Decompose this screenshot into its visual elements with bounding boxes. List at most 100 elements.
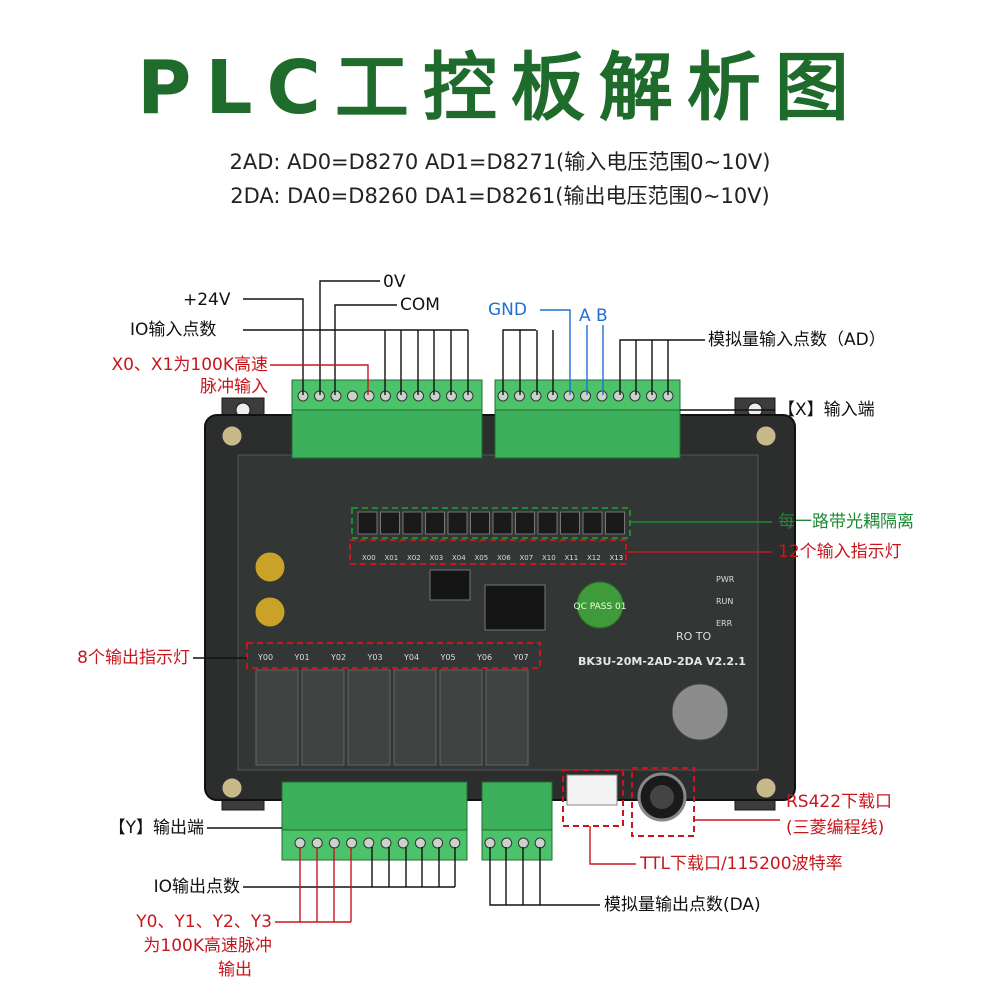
- ad-spec: 2AD: AD0=D8270 AD1=D8271(输入电压范围0~10V): [229, 150, 771, 174]
- label-x-port: 【X】输入端: [778, 400, 875, 420]
- blue-leader-lines: [540, 309, 604, 395]
- terminal-screw: [613, 390, 624, 402]
- terminal-screw: [596, 390, 608, 402]
- optocoupler-highlight: [351, 507, 631, 539]
- rs422-port-pins: [650, 785, 674, 809]
- input-terminal-label: X05: [475, 554, 489, 562]
- label-com: COM: [400, 295, 440, 315]
- main-chip: [484, 584, 546, 631]
- memory-chip: [429, 569, 471, 601]
- terminal-screw: [414, 837, 426, 849]
- terminal-screw: [396, 390, 408, 402]
- output-terminal-label: Y04: [403, 653, 419, 662]
- terminal-screw: [311, 837, 323, 849]
- label-b: B: [596, 306, 608, 326]
- coin-battery: [671, 683, 729, 741]
- label-ttl: TTL下载口/115200波特率: [640, 854, 843, 874]
- terminal-screw: [429, 390, 441, 402]
- page-title: PLC工控板解析图: [137, 45, 863, 131]
- terminal-screw: [432, 837, 444, 849]
- pwr-led-label: PWR: [716, 575, 735, 584]
- input-terminal-label: X11: [565, 554, 579, 562]
- label-analog-output: 模拟量输出点数(DA): [604, 895, 761, 915]
- rx-tx-label: RO TO: [676, 630, 712, 643]
- bottom-terminal-screws: [294, 837, 546, 849]
- label-rs422-1: RS422下载口: [786, 792, 893, 812]
- input-terminal-label: X12: [587, 554, 601, 562]
- terminal-screw: [501, 837, 513, 849]
- optocoupler: [380, 511, 400, 535]
- input-terminal-label: X02: [407, 554, 421, 562]
- terminal-screw: [580, 390, 591, 402]
- input-terminal-label: X10: [542, 554, 556, 562]
- input-terminal-label: X03: [430, 554, 444, 562]
- output-terminal-label: Y06: [476, 653, 492, 662]
- input-terminal-label: X06: [497, 554, 511, 562]
- optocoupler: [582, 511, 603, 535]
- optocoupler: [402, 511, 423, 535]
- terminal-screw: [484, 837, 496, 849]
- optocoupler: [560, 511, 580, 535]
- terminal-screw: [346, 837, 358, 849]
- label-io-input: IO输入点数: [130, 320, 217, 340]
- ttl-connector: [566, 774, 618, 806]
- leader-lines: [193, 280, 775, 906]
- optocoupler: [470, 511, 490, 535]
- terminal-screw: [449, 837, 461, 849]
- label-y-fast-2: 为100K高速脉冲: [143, 936, 272, 956]
- optocoupler: [492, 511, 513, 535]
- input-terminal-label: X07: [520, 554, 534, 562]
- terminal-screw: [563, 390, 575, 402]
- terminal-screw: [530, 390, 542, 402]
- label-analog-input: 模拟量输入点数（AD）: [708, 330, 886, 350]
- input-terminal-label: X04: [452, 554, 466, 562]
- input-terminal-label: X01: [385, 554, 399, 562]
- output-terminal-label: Y00: [257, 653, 273, 662]
- ttl-highlight: [562, 769, 624, 827]
- terminal-screw: [363, 837, 375, 849]
- output-terminal-label: Y05: [440, 653, 456, 662]
- capacitor: [254, 551, 286, 583]
- optocoupler: [537, 511, 558, 535]
- capacitor: [254, 596, 286, 628]
- terminal-screw: [363, 390, 375, 402]
- input-terminal-label: X00: [362, 554, 376, 562]
- label-y-fast-1: Y0、Y1、Y2、Y3: [136, 912, 272, 932]
- label-a: A: [579, 306, 591, 326]
- terminal-screw: [347, 390, 358, 402]
- label-optocoupler: 每一路带光耦隔离: [778, 512, 914, 532]
- red-leader-lines: [270, 364, 780, 923]
- da-spec: 2DA: DA0=D8260 DA1=D8261(输出电压范围0~10V): [230, 184, 770, 208]
- output-terminal-label: Y01: [294, 653, 310, 662]
- err-led-label: ERR: [716, 619, 733, 628]
- corner-screws: [221, 425, 777, 799]
- terminal-screw: [380, 837, 392, 849]
- terminal-screw: [534, 837, 546, 849]
- optocoupler: [357, 511, 378, 535]
- output-led-highlight: [246, 642, 541, 669]
- label-rs422-2: (三菱编程线): [786, 818, 885, 838]
- qc-pass-sticker: [576, 581, 624, 629]
- label-x0x1-fast-1: X0、X1为100K高速: [111, 355, 268, 375]
- output-terminal-label: Y03: [367, 653, 383, 662]
- top-terminal-screws: [297, 390, 674, 402]
- output-terminal-label: Y02: [330, 653, 346, 662]
- label-gnd: GND: [488, 300, 527, 320]
- label-io-output: IO输出点数: [153, 877, 240, 897]
- optocoupler: [447, 511, 468, 535]
- board-model: BK3U-20M-2AD-2DA V2.2.1: [578, 655, 746, 668]
- label-y-port: 【Y】输出端: [108, 818, 204, 838]
- optocoupler-row: [357, 511, 625, 535]
- optocoupler: [425, 511, 445, 535]
- qc-pass-text: QC PASS 01: [574, 602, 627, 612]
- label-24v: +24V: [183, 290, 231, 310]
- label-input-leds: 12个输入指示灯: [778, 542, 902, 562]
- label-output-leds: 8个输出指示灯: [77, 648, 190, 668]
- terminal-screw: [629, 390, 641, 402]
- relay-bank: [255, 669, 529, 766]
- rs422-highlight: [631, 767, 695, 837]
- terminal-screw: [328, 837, 340, 849]
